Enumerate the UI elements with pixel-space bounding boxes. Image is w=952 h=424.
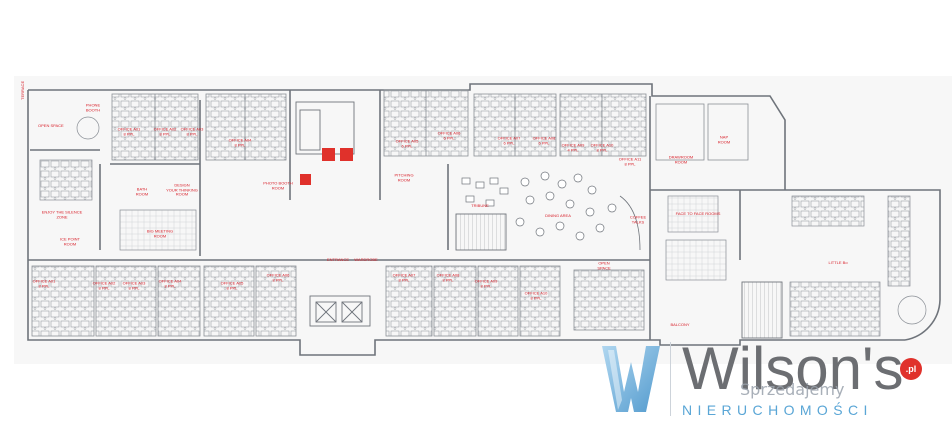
room-label-open-space: OPEN SPACE (38, 122, 64, 128)
room-label-balcony: BALCONY (670, 321, 690, 327)
top-offices (111, 89, 749, 161)
core (295, 101, 783, 339)
wilsons-w-logo-icon (602, 346, 660, 412)
logo-domain-badge: .pl (900, 358, 922, 380)
bottom-offices (31, 265, 645, 337)
room-label-tribune: TRIBUNE (471, 202, 489, 208)
logo-subtitle: NIERUCHOMOŚCI (682, 402, 873, 418)
right-wing-furniture (39, 116, 927, 337)
terrace-label: TERRACE (20, 80, 25, 100)
logo-wordmark: Wilson's (682, 335, 904, 402)
room-label-dining: DINING AREA (545, 212, 571, 218)
outer-walls (27, 83, 941, 356)
dining-bay (619, 195, 641, 251)
room-label-face-to-face: FACE TO FACE ROOMS (675, 210, 721, 216)
wilsons-logo: Wilson's .pl NIERUCHOMOŚCI (596, 336, 952, 424)
room-label-entrance: ENTRANCE (326, 256, 350, 262)
dining-furniture (461, 171, 617, 241)
room-label-wardrobe: WARDROBE (354, 256, 378, 262)
room-label-little-bo: LITTLE Bo (828, 259, 848, 265)
highlight-markers (300, 148, 353, 185)
logo-divider (670, 342, 671, 416)
watermark: Sprzedajemy (740, 380, 845, 399)
